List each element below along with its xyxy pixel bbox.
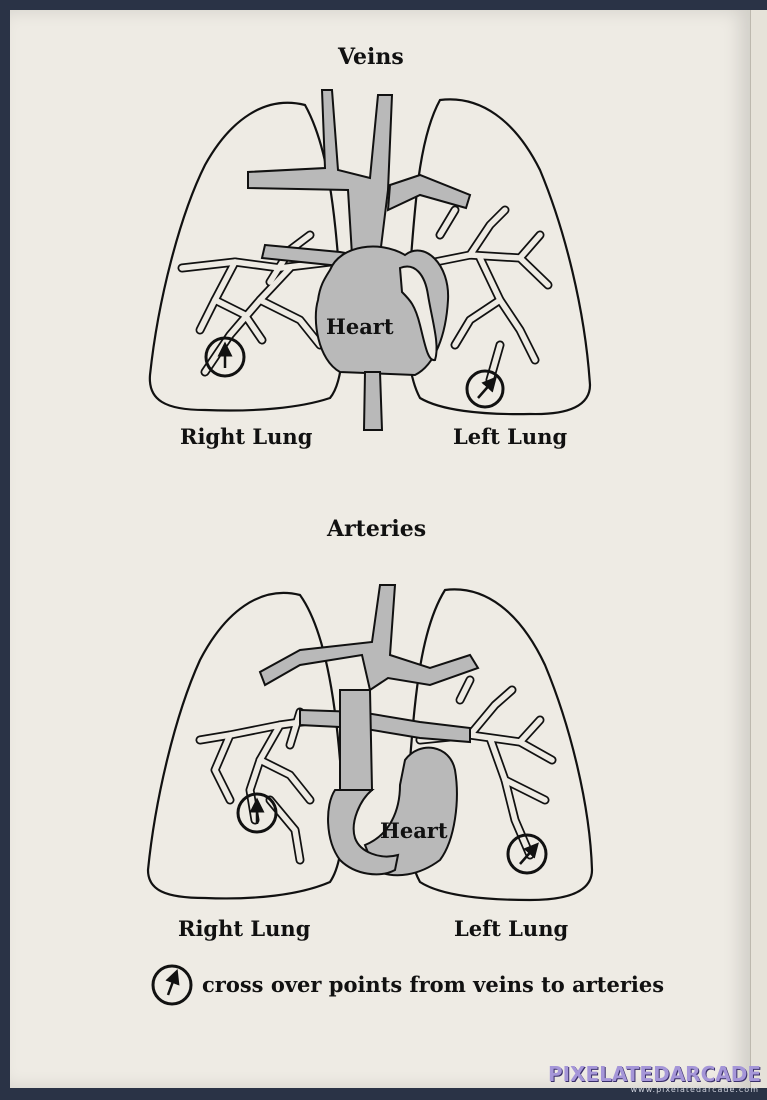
veins-title: Veins xyxy=(338,44,404,70)
watermark-brand: PIXELATEDARCADE xyxy=(547,1062,761,1086)
arteries-right-lung-label: Right Lung xyxy=(178,916,311,941)
veins-crossover-left xyxy=(465,369,505,409)
arteries-right-branches xyxy=(195,707,335,865)
watermark: PIXELATEDARCADE www.pixelatedarcade.com xyxy=(548,1062,765,1098)
arteries-left-lung xyxy=(405,588,594,902)
arteries-crossover-left xyxy=(506,833,548,875)
veins-crossover-right xyxy=(204,336,246,378)
arteries-heart-shape xyxy=(363,746,458,877)
arteries-title: Arteries xyxy=(327,516,427,542)
arteries-crossover-right xyxy=(236,792,278,834)
veins-diagram xyxy=(148,89,592,431)
veins-main-vessels xyxy=(247,89,472,431)
veins-heart-label: Heart xyxy=(326,314,394,339)
legend-text: cross over points from veins to arteries xyxy=(202,972,665,997)
page-edge xyxy=(750,10,767,1088)
arteries-right-lung xyxy=(146,591,345,900)
legend: cross over points from veins to arteries xyxy=(148,962,758,1010)
arteries-diagram xyxy=(146,584,594,902)
watermark-url: www.pixelatedarcade.com xyxy=(630,1085,759,1094)
arteries-left-branches xyxy=(415,675,557,860)
veins-right-lung-label: Right Lung xyxy=(180,424,313,449)
arteries-left-lung-label: Left Lung xyxy=(454,916,569,941)
veins-left-lung-label: Left Lung xyxy=(453,424,568,449)
veins-left-branches xyxy=(415,205,553,385)
crossover-arrow-circle-icon xyxy=(151,964,193,1006)
arteries-main-vessels xyxy=(258,584,480,877)
arteries-heart-label: Heart xyxy=(380,818,448,843)
